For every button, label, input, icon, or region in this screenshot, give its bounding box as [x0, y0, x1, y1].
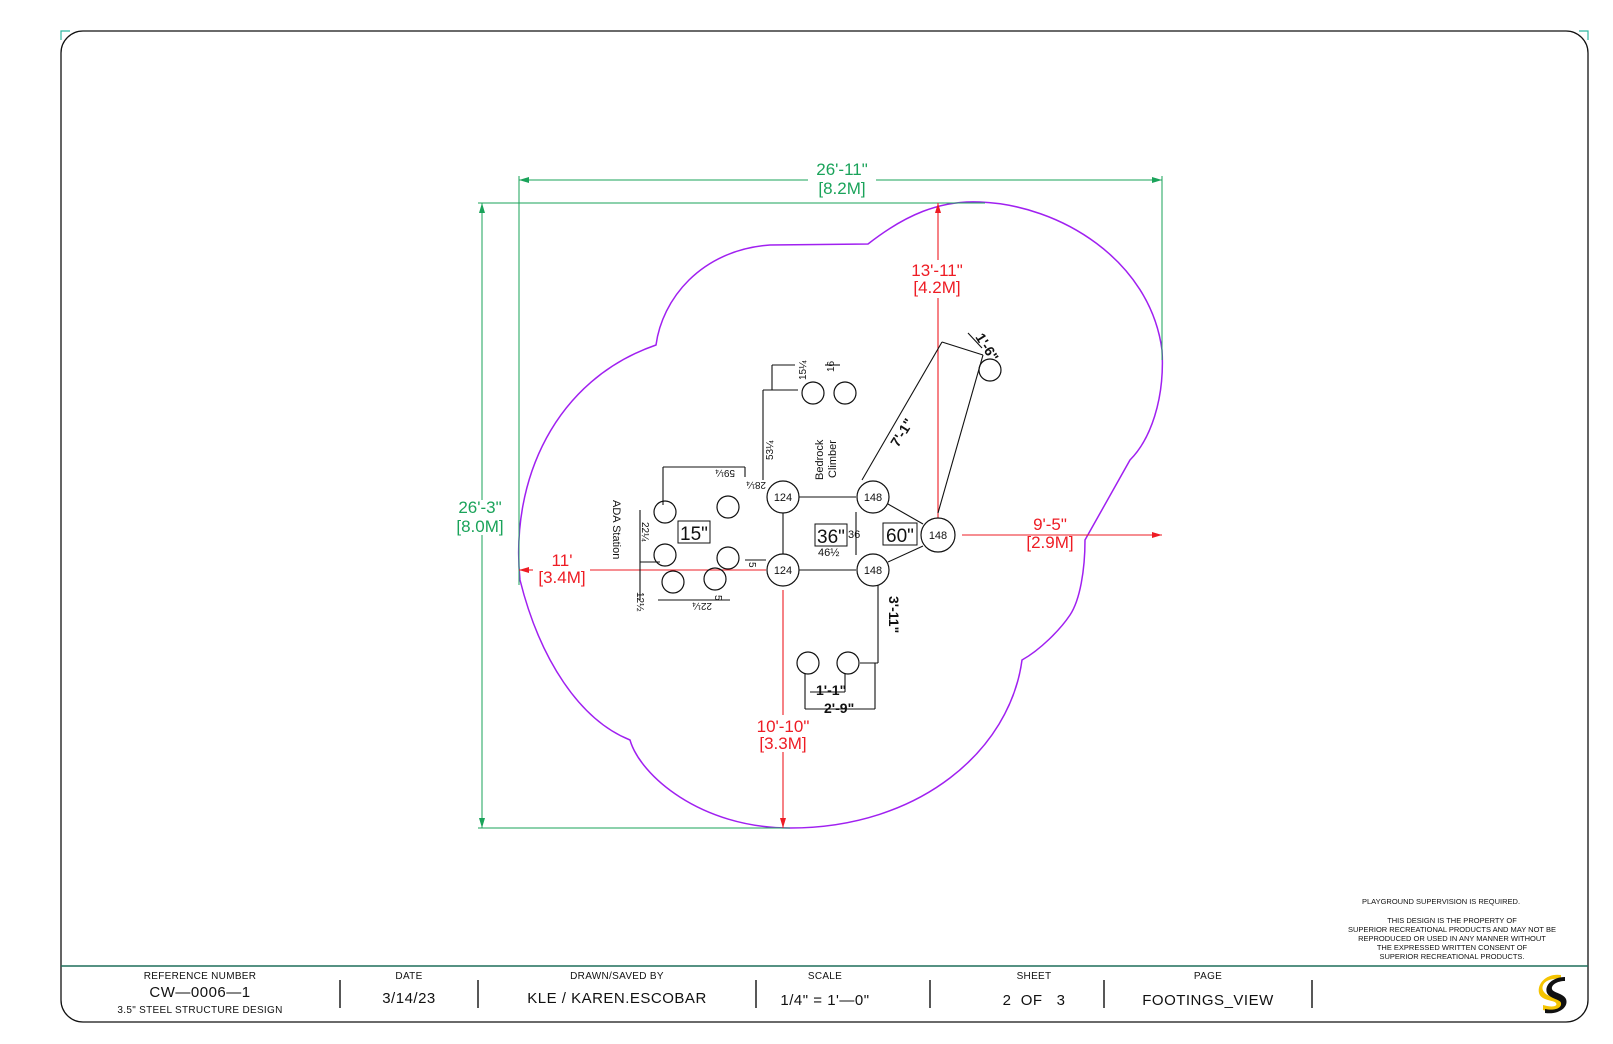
reference-number-value: CW—0006—1 — [149, 984, 250, 1001]
scale-value: 1/4" = 1'—0" — [780, 992, 869, 1009]
title-block: REFERENCE NUMBER CW—0006—1 3.5" STEEL ST… — [61, 965, 1588, 1016]
deck-60-label: 60" — [886, 526, 914, 547]
dim-22-4a: 22¼ — [639, 522, 651, 542]
reference-number-sub: 3.5" STEEL STRUCTURE DESIGN — [117, 1005, 282, 1016]
dim-15-4: 15¼ — [797, 360, 809, 380]
post-148-bottom-label: 148 — [864, 565, 882, 577]
dim-2-9: 2'-9" — [824, 700, 854, 716]
sheet-value: 2 OF 3 — [1003, 992, 1066, 1009]
footing — [653, 543, 677, 567]
footing — [796, 651, 820, 675]
property-note-3: REPRODUCED OR USED IN ANY MANNER WITHOUT — [1358, 934, 1546, 943]
property-note-5: SUPERIOR RECREATIONAL PRODUCTS. — [1379, 952, 1524, 961]
page-label: PAGE — [1194, 971, 1222, 982]
overall-width-m: [8.2M] — [818, 179, 865, 198]
post-148-bottom — [856, 553, 890, 587]
property-note-1: THIS DESIGN IS THE PROPERTY OF — [1387, 916, 1517, 925]
footing — [801, 381, 825, 405]
zone-left-m: [3.4M] — [538, 568, 585, 587]
climber-label: Climber — [827, 440, 839, 478]
dim-3-11: 3'-11" — [886, 596, 902, 633]
dim-36s: 36 — [848, 529, 860, 541]
zone-dim-arrows — [519, 203, 1162, 828]
playground-plan: 26'-11" [8.2M] 26'-3" [8.0M] 13'-11" [4.… — [456, 160, 1164, 829]
footing — [716, 546, 740, 570]
page-value: FOOTINGS_VIEW — [1142, 992, 1274, 1009]
footing — [978, 358, 1002, 382]
footing — [716, 495, 740, 519]
supervision-note: PLAYGROUND SUPERVISION IS REQUIRED. — [1362, 897, 1520, 906]
dim-1-1: 1'-1" — [816, 682, 846, 698]
scale-label: SCALE — [808, 971, 842, 982]
zone-top-m: [4.2M] — [913, 278, 960, 297]
zone-bottom-ft: 10'-10" — [757, 717, 810, 736]
footing — [661, 570, 685, 594]
footing — [833, 381, 857, 405]
dim-5a: 5 — [746, 562, 757, 568]
dim-22-4b: 22¼ — [692, 600, 712, 612]
dim-16: 16 — [826, 360, 837, 372]
deck-15-label: 15" — [680, 524, 708, 545]
post-124-bottom-label: 124 — [774, 565, 792, 577]
deck-60-box — [882, 522, 918, 546]
dim-53-4: 53¼ — [764, 440, 776, 460]
dim-59-4: 59¼ — [715, 467, 735, 479]
sheet-label: SHEET — [1017, 971, 1052, 982]
posts — [766, 480, 956, 587]
deck-15-box — [677, 520, 711, 544]
property-note-2: SUPERIOR RECREATIONAL PRODUCTS AND MAY N… — [1348, 925, 1556, 934]
ada-station-label: ADA Station — [610, 500, 622, 559]
post-148-top-label: 148 — [864, 492, 882, 504]
zone-top-ft: 13'-11" — [911, 261, 963, 280]
post-148-top — [856, 480, 890, 514]
post-124-top — [766, 480, 800, 514]
deck-36-label: 36" — [817, 527, 845, 548]
sheet-border — [60, 30, 1589, 1023]
zone-left-ft: 11' — [552, 551, 573, 570]
reference-number-label: REFERENCE NUMBER — [144, 971, 257, 982]
dim-28-4: 28¼ — [746, 479, 766, 491]
zone-right-m: [2.9M] — [1026, 533, 1073, 552]
dim-12-2: 12½ — [634, 592, 645, 612]
title-block-dividers — [339, 980, 1313, 1008]
post-124-bottom — [766, 553, 800, 587]
drawn-by-label: DRAWN/SAVED BY — [570, 971, 664, 982]
overall-depth-m: [8.0M] — [456, 517, 503, 536]
property-note-4: THE EXPRESSED WRITTEN CONSENT OF — [1377, 943, 1528, 952]
post-148-right — [920, 517, 956, 553]
post-124-top-label: 124 — [774, 492, 792, 504]
property-notes: PLAYGROUND SUPERVISION IS REQUIRED. THIS… — [1348, 897, 1556, 961]
footings — [653, 358, 1002, 675]
dim-46-2: 46½ — [818, 547, 839, 559]
footing — [653, 500, 677, 524]
post-148-right-label: 148 — [929, 530, 947, 542]
dim-7-1: 7'-1" — [887, 415, 917, 449]
date-label: DATE — [395, 971, 422, 982]
structure-lines — [639, 332, 984, 710]
date-value: 3/14/23 — [382, 990, 436, 1007]
surfacing-boundary — [517, 201, 1164, 829]
overall-depth-ft: 26'-3" — [458, 498, 501, 517]
overall-width-ft: 26'-11" — [816, 160, 868, 179]
overall-dim-arrows — [479, 177, 1162, 828]
sheet-corner-mark — [60, 30, 1589, 40]
zone-bottom-m: [3.3M] — [759, 734, 806, 753]
drawn-by-value: KLE / KAREN.ESCOBAR — [527, 990, 707, 1007]
bedrock-label: Bedrock — [814, 439, 826, 480]
overall-dimensions — [478, 176, 1163, 829]
zone-right-ft: 9'-5" — [1033, 515, 1067, 534]
dim-1-6: 1'-6" — [972, 330, 1002, 364]
footing — [836, 651, 860, 675]
footing — [703, 567, 727, 591]
dim-5b: 5 — [712, 595, 723, 601]
deck-36-box — [814, 523, 848, 547]
superior-s-logo-icon — [1538, 974, 1567, 1014]
